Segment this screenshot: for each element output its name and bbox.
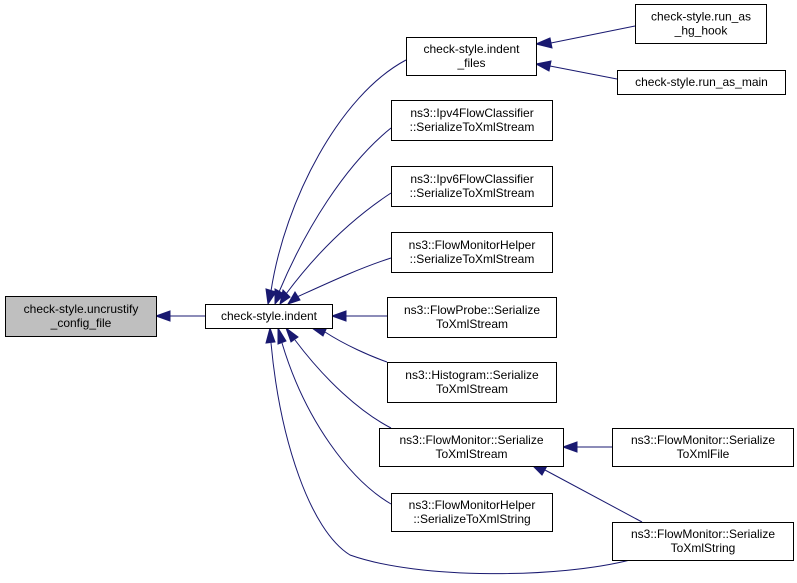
node-fm-string[interactable]: ns3::FlowMonitor::SerializeToXmlString [612, 522, 794, 561]
node-run-as-hg-hook[interactable]: check-style.run_as_hg_hook [635, 4, 767, 44]
edge-indent-to-histogram [310, 326, 388, 363]
edge-indent_files-to-run_as_main [534, 60, 618, 80]
node-label-line: ns3::Histogram::Serialize [405, 368, 539, 382]
node-label-line: ::SerializeToXmlStream [410, 186, 535, 200]
arrowhead-icon [534, 60, 552, 72]
edge-indent-to-fmhelper_stream [286, 257, 392, 305]
node-box [612, 428, 794, 467]
edge-line [549, 65, 618, 80]
node-fm-stream[interactable]: ns3::FlowMonitor::SerializeToXmlStream [379, 428, 564, 467]
arrowhead-icon [277, 326, 287, 345]
node-box [387, 297, 557, 338]
node-box [391, 232, 553, 273]
edge-line [324, 331, 388, 363]
arrowhead-icon [284, 326, 299, 343]
edge-uncrustify-to-indent [154, 310, 205, 322]
node-label-line: ToXmlStream [436, 317, 508, 331]
arrowhead-icon [154, 310, 171, 322]
edge-indent-to-ipv4 [274, 127, 392, 306]
node-ipv4[interactable]: ns3::Ipv4FlowClassifier::SerializeToXmlS… [391, 100, 553, 141]
node-indent-files[interactable]: check-style.indent_files [406, 37, 537, 76]
node-probe[interactable]: ns3::FlowProbe::SerializeToXmlStream [387, 297, 557, 338]
node-label-line: ::SerializeToXmlStream [410, 252, 535, 266]
node-box [391, 100, 553, 141]
edge-line [544, 469, 643, 523]
arrowhead-icon [279, 288, 291, 306]
edge-line [281, 342, 392, 505]
node-label-line: ns3::FlowMonitor::Serialize [399, 433, 543, 447]
node-run-as-main[interactable]: check-style.run_as_main [617, 70, 786, 95]
node-label-line: check-style.run_as [651, 10, 751, 24]
edge-indent-to-ipv6 [279, 192, 392, 306]
node-fmhelper-string[interactable]: ns3::FlowMonitorHelper::SerializeToXmlSt… [391, 493, 553, 532]
node-box [379, 428, 564, 467]
arrowhead-icon [265, 288, 277, 306]
arrowhead-icon [330, 310, 347, 322]
node-box [635, 4, 767, 44]
node-histogram[interactable]: ns3::Histogram::SerializeToXmlStream [387, 362, 557, 403]
node-label-line: ToXmlFile [677, 447, 730, 461]
edge-line [550, 25, 636, 44]
arrowhead-icon [561, 441, 578, 453]
arrowhead-icon [265, 326, 276, 344]
node-ipv6[interactable]: ns3::Ipv6FlowClassifier::SerializeToXmlS… [391, 166, 553, 207]
node-label-line: ns3::FlowMonitorHelper [409, 238, 536, 252]
arrowhead-icon [274, 288, 285, 306]
edge-indent-to-fmhelper_string [277, 326, 392, 505]
node-label-line: _hg_hook [674, 24, 729, 38]
edge-indent-to-fm_stream [284, 326, 392, 429]
node-box [612, 522, 794, 561]
node-fmhelper-stream[interactable]: ns3::FlowMonitorHelper::SerializeToXmlSt… [391, 232, 553, 273]
edge-line [285, 192, 392, 295]
node-label-line: ::SerializeToXmlStream [410, 120, 535, 134]
arrowhead-icon [286, 291, 301, 305]
node-label-line: check-style.uncrustify [24, 302, 139, 316]
node-box [5, 296, 157, 337]
edge-indent-to-probe [330, 310, 387, 322]
node-label-line: ns3::Ipv6FlowClassifier [410, 172, 533, 186]
edges-layer [154, 25, 643, 575]
node-box [205, 304, 333, 329]
node-label-line: ::SerializeToXmlString [413, 512, 530, 526]
node-indent[interactable]: check-style.indent [205, 304, 333, 329]
node-label-line: ns3::FlowMonitorHelper [409, 498, 536, 512]
node-label-line: ns3::FlowMonitor::Serialize [631, 433, 775, 447]
node-uncrustify[interactable]: check-style.uncrustify_config_file [5, 296, 157, 337]
node-box [391, 493, 553, 532]
node-label-line: ToXmlStream [436, 382, 508, 396]
edge-line [270, 342, 631, 575]
edge-indent-to-fm_string [265, 326, 631, 575]
edge-line [270, 59, 407, 292]
arrowhead-icon [534, 37, 553, 49]
node-label-line: check-style.indent [221, 309, 318, 323]
edge-line [278, 127, 392, 293]
node-label-line: ns3::FlowMonitor::Serialize [631, 527, 775, 541]
edge-indent-to-indent_files [265, 59, 407, 306]
node-label-line: ToXmlStream [435, 447, 507, 461]
node-label-line: ns3::Ipv4FlowClassifier [410, 106, 533, 120]
node-label-line: ToXmlString [671, 541, 736, 555]
node-box [391, 166, 553, 207]
node-label-line: _files [456, 56, 485, 70]
edge-fm_stream-to-fm_file [561, 441, 612, 453]
node-label-line: check-style.run_as_main [635, 75, 768, 89]
node-label-line: ns3::FlowProbe::Serialize [404, 303, 540, 317]
node-box [406, 37, 537, 76]
edge-indent_files-to-run_as_hg_hook [534, 25, 636, 49]
node-label-line: _config_file [50, 316, 112, 330]
node-label-line: check-style.indent [423, 42, 520, 56]
edge-line [296, 257, 392, 298]
node-box [617, 70, 786, 95]
node-box [387, 362, 557, 403]
edge-line [294, 339, 392, 429]
